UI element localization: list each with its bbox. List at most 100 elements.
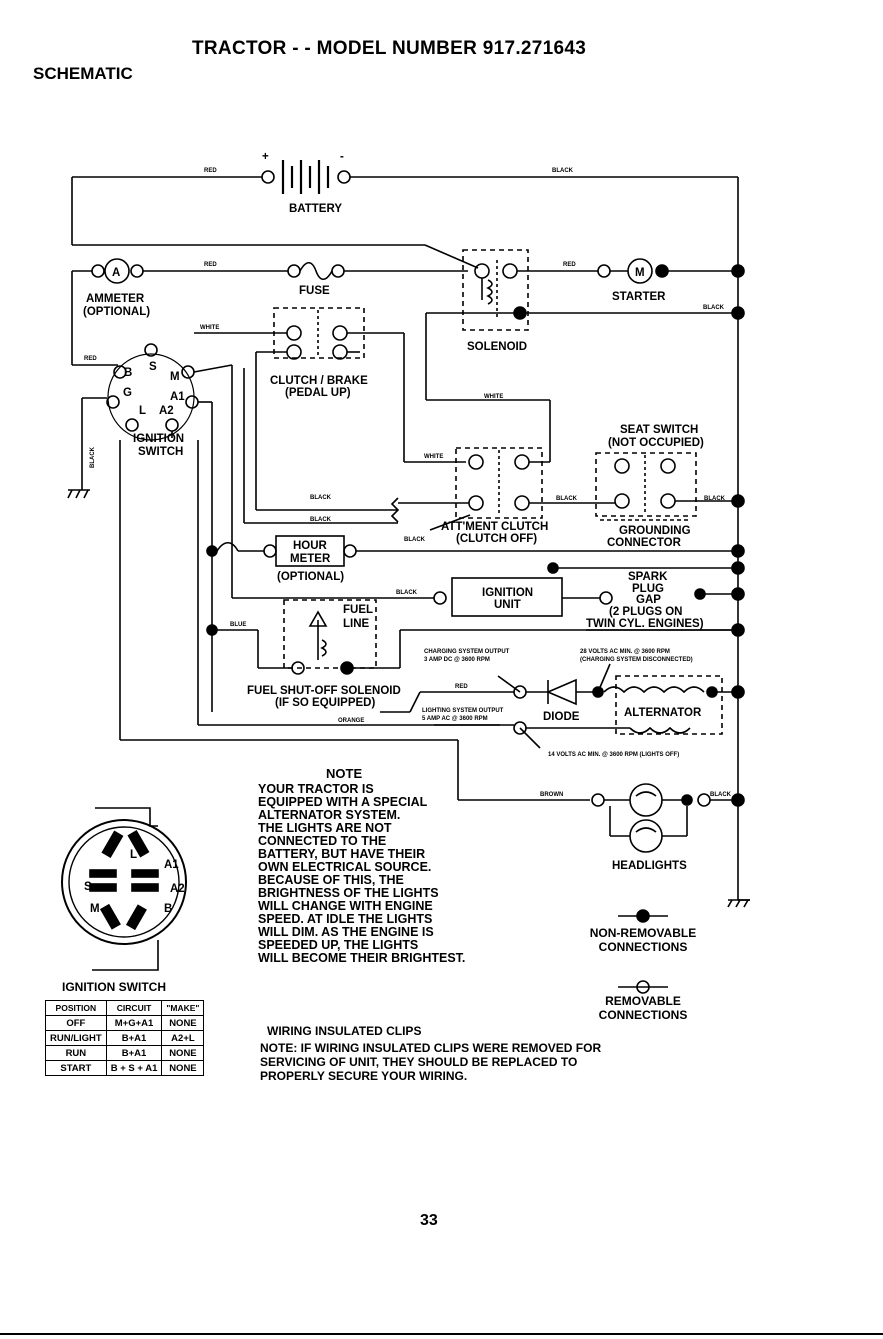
legend-non-removable-line2: CONNECTIONS <box>598 940 688 954</box>
line-label: LINE <box>343 618 370 630</box>
svg-text:BLACK: BLACK <box>704 496 726 502</box>
fuse-label: FUSE <box>299 285 330 297</box>
svg-text:14 VOLTS AC MIN. @ 3600 RPM (L: 14 VOLTS AC MIN. @ 3600 RPM (LIGHTS OFF) <box>548 752 679 758</box>
ignition-table-title: IGNITION SWITCH <box>62 980 166 994</box>
svg-text:BROWN: BROWN <box>540 792 563 798</box>
diode-label: DIODE <box>543 711 580 723</box>
svg-text:(2 PLUGS ON: (2 PLUGS ON <box>609 606 682 618</box>
svg-text:M: M <box>170 371 180 383</box>
note-line: BECAUSE OF THIS, THE <box>258 873 404 887</box>
svg-text:BLACK: BLACK <box>90 446 96 468</box>
svg-text:BLACK: BLACK <box>556 496 578 502</box>
svg-text:A1: A1 <box>164 859 179 871</box>
battery-label: BATTERY <box>289 203 342 215</box>
table-row: OFF M+G+A1 NONE <box>45 1015 205 1031</box>
grounding-connector-label: GROUNDING <box>619 525 691 537</box>
svg-text:B: B <box>124 367 132 379</box>
ignition-switch-table: POSITION CIRCUIT "MAKE" OFF M+G+A1 NONE … <box>45 1000 205 1076</box>
svg-text:L: L <box>130 849 137 861</box>
ammeter-optional: (OPTIONAL) <box>83 306 150 318</box>
table-cell: NONE <box>161 1060 205 1076</box>
svg-text:L: L <box>139 405 146 417</box>
note-line: CONNECTED TO THE <box>258 834 387 848</box>
spark-plug-label: SPARK <box>628 571 668 583</box>
fuel-solenoid-label: FUEL SHUT-OFF SOLENOID <box>247 685 401 697</box>
clips-line: SERVICING OF UNIT, THEY SHOULD BE REPLAC… <box>260 1055 578 1069</box>
starter: M STARTER <box>597 258 745 320</box>
ignition-switch-face: G L A1 S A2 M B <box>61 807 187 971</box>
svg-text:BLACK: BLACK <box>703 305 725 311</box>
solenoid-label: SOLENOID <box>467 341 527 353</box>
note-line: OWN ELECTRICAL SOURCE. <box>258 860 432 874</box>
table-cell: NONE <box>161 1015 205 1031</box>
solenoid: SOLENOID RED BLACK <box>425 249 738 401</box>
svg-text:LIGHTING SYSTEM OUTPUT: LIGHTING SYSTEM OUTPUT <box>422 708 504 714</box>
legend-non-removable-line1: NON-REMOVABLE <box>589 926 697 940</box>
table-cell: RUN <box>45 1045 107 1061</box>
svg-text:WHITE: WHITE <box>200 325 219 331</box>
note-line: THE LIGHTS ARE NOT <box>258 821 392 835</box>
svg-text:BLUE: BLUE <box>230 622 246 628</box>
svg-text:BLACK: BLACK <box>404 537 426 543</box>
svg-text:A2: A2 <box>170 883 185 895</box>
note-line: BRIGHTNESS OF THE LIGHTS <box>258 886 439 900</box>
table-cell: NONE <box>161 1045 205 1061</box>
note-line: WILL CHANGE WITH ENGINE <box>258 899 433 913</box>
svg-text:B: B <box>164 903 172 915</box>
ignition-unit: IGNITION UNIT BLACK <box>396 561 745 617</box>
alternator-label: ALTERNATOR <box>624 707 702 719</box>
attachment-clutch-label: ATT'MENT CLUTCH <box>441 521 548 533</box>
table-header: "MAKE" <box>161 1000 205 1016</box>
battery: + - RED BLACK BATTERY <box>72 151 738 215</box>
clutch-brake-label: CLUTCH / BRAKE <box>270 375 368 387</box>
bottom-rule <box>0 1333 883 1335</box>
table-cell: A2+L <box>161 1030 205 1046</box>
note-line: ALTERNATOR SYSTEM. <box>258 808 401 822</box>
note-line: WILL BECOME THEIR BRIGHTEST. <box>258 951 466 965</box>
svg-text:TWIN CYL. ENGINES): TWIN CYL. ENGINES) <box>586 618 704 630</box>
fuel-label: FUEL <box>343 604 373 616</box>
legend-removable-line1: REMOVABLE <box>605 994 681 1008</box>
ignition-switch-sub: SWITCH <box>138 446 183 458</box>
svg-text:28 VOLTS AC MIN. @ 3600 RPM: 28 VOLTS AC MIN. @ 3600 RPM <box>580 649 670 655</box>
table-row: RUN/LIGHT B+A1 A2+L <box>45 1030 205 1046</box>
page-title: TRACTOR - - MODEL NUMBER 917.271643 <box>192 38 587 59</box>
table-cell: START <box>45 1060 107 1076</box>
starter-label: STARTER <box>612 291 666 303</box>
fuel-solenoid-sub: (IF SO EQUIPPED) <box>275 697 375 709</box>
svg-text:5 AMP AC @ 3600 RPM: 5 AMP AC @ 3600 RPM <box>422 716 488 722</box>
note-line: SPEEDED UP, THE LIGHTS <box>258 938 419 952</box>
clutch-brake-switch: CLUTCH / BRAKE (PEDAL UP) WHITE <box>194 307 466 511</box>
ammeter-symbol: A <box>112 267 120 279</box>
table-cell: RUN/LIGHT <box>45 1030 107 1046</box>
starter-symbol: M <box>635 267 645 279</box>
seat-switch-label: SEAT SWITCH <box>620 424 698 436</box>
attachment-clutch-sub: (CLUTCH OFF) <box>456 533 537 545</box>
svg-text:GAP: GAP <box>636 594 661 606</box>
note-line: BATTERY, BUT HAVE THEIR <box>258 847 426 861</box>
ignition-switch-label: IGNITION <box>133 433 184 445</box>
table-cell: B + S + A1 <box>105 1060 163 1076</box>
note-line: YOUR TRACTOR IS <box>258 782 374 796</box>
svg-text:WHITE: WHITE <box>424 454 443 460</box>
hour-meter-label: HOUR <box>293 540 328 552</box>
table-cell: M+G+A1 <box>105 1015 163 1031</box>
legend-removable: REMOVABLE CONNECTIONS <box>578 994 708 1022</box>
svg-text:(CHARGING SYSTEM DISCONNECTED): (CHARGING SYSTEM DISCONNECTED) <box>580 657 693 663</box>
table-header: POSITION <box>45 1000 107 1016</box>
page-number: 33 <box>420 1212 438 1229</box>
headlights-label: HEADLIGHTS <box>612 860 687 872</box>
legend-non-removable: NON-REMOVABLE CONNECTIONS <box>578 926 708 954</box>
svg-text:BLACK: BLACK <box>310 495 332 501</box>
legend-removable-line2: CONNECTIONS <box>598 1008 688 1022</box>
svg-text:BLACK: BLACK <box>710 792 732 798</box>
ammeter: A AMMETER (OPTIONAL) RED RED <box>71 258 288 366</box>
svg-text:BLACK: BLACK <box>396 590 418 596</box>
charging-circuit: DIODE ALTERNATOR CHARGING SYSTEM OUTPUT … <box>338 649 745 758</box>
ignition-unit-sub: UNIT <box>494 599 521 611</box>
svg-text:RED: RED <box>563 262 576 268</box>
table-cell: B+A1 <box>105 1045 163 1061</box>
grounding-connector-sub: CONNECTOR <box>607 537 682 549</box>
clips-heading: WIRING INSULATED CLIPS <box>267 1024 422 1038</box>
